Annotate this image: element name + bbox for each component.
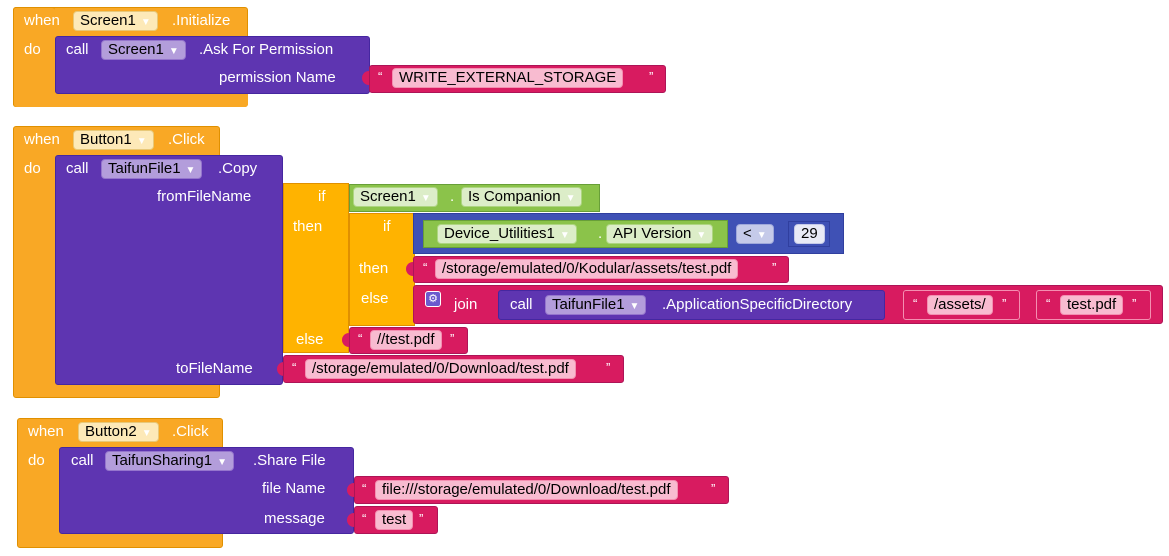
property-dot: .	[598, 225, 603, 242]
text-value-share-file-path[interactable]: file:///storage/emulated/0/Download/test…	[375, 480, 678, 500]
join-label: join	[454, 296, 478, 313]
component-dropdown-taifunfile1[interactable]: TaifunFile1▼	[101, 159, 203, 179]
quote-open-icon: “	[358, 331, 363, 346]
if-label: if	[318, 188, 326, 205]
then-label: then	[293, 218, 323, 235]
method-name: .ApplicationSpecificDirectory	[662, 296, 853, 313]
operator-dropdown[interactable]: <▼	[736, 224, 774, 244]
quote-close-icon: ”	[419, 511, 424, 526]
inner-if-label: if	[383, 218, 391, 235]
text-value-to-file-name[interactable]: /storage/emulated/0/Download/test.pdf	[305, 359, 576, 379]
text-value-test-pdf[interactable]: test.pdf	[1060, 295, 1124, 315]
quote-close-icon: ”	[649, 69, 654, 84]
quote-open-icon: “	[1046, 296, 1051, 311]
quote-close-icon: ”	[772, 260, 777, 275]
quote-open-icon: “	[362, 511, 367, 526]
chevron-down-icon: ▼	[629, 301, 640, 312]
component-dropdown-screen1[interactable]: Screen1▼	[73, 11, 158, 31]
quote-open-icon: “	[362, 481, 367, 496]
chevron-down-icon: ▼	[559, 230, 570, 241]
do-label: do	[24, 160, 41, 177]
method-name: .Copy	[218, 160, 258, 177]
quote-close-icon: ”	[450, 331, 455, 346]
event-name: .Click	[172, 423, 209, 440]
component-dropdown-screen1-getter[interactable]: Screen1▼	[353, 187, 438, 207]
chevron-down-icon: ▼	[141, 428, 152, 439]
quote-close-icon: ”	[1002, 296, 1007, 311]
event-name: .Initialize	[172, 12, 231, 29]
when-label: when	[24, 131, 60, 148]
text-value-kodular-path[interactable]: /storage/emulated/0/Kodular/assets/test.…	[435, 259, 739, 279]
chevron-down-icon: ▼	[696, 230, 707, 241]
if-then-else-block[interactable]	[283, 183, 349, 353]
else-label: else	[296, 331, 324, 348]
taifunfile-copy-call-block[interactable]	[55, 155, 283, 385]
method-name: .Share File	[253, 452, 326, 469]
param-label-from-file-name: fromFileName	[157, 188, 252, 205]
number-value[interactable]: 29	[794, 224, 825, 244]
inner-else-label: else	[361, 290, 389, 307]
quote-close-icon: ”	[711, 481, 716, 496]
call-label: call	[71, 452, 94, 469]
param-label-file-name: file Name	[262, 480, 326, 497]
component-dropdown-button2[interactable]: Button2▼	[78, 422, 159, 442]
chevron-down-icon: ▼	[217, 457, 227, 468]
call-label: call	[66, 41, 89, 58]
when-label: when	[28, 423, 64, 440]
call-label: call	[510, 296, 533, 313]
property-dot: .	[450, 188, 455, 205]
when-label: when	[24, 12, 60, 29]
do-label: do	[28, 452, 45, 469]
text-value-message[interactable]: test	[375, 510, 414, 530]
gear-icon[interactable]: ⚙	[425, 291, 441, 307]
do-label: do	[24, 41, 41, 58]
quote-open-icon: “	[378, 69, 383, 84]
param-label-message: message	[264, 510, 325, 527]
param-label-permission-name: permission Name	[219, 69, 336, 86]
component-dropdown-taifunsharing1[interactable]: TaifunSharing1▼	[105, 451, 234, 471]
property-dropdown-is-companion[interactable]: Is Companion▼	[461, 187, 583, 207]
component-dropdown-screen1-call[interactable]: Screen1▼	[101, 40, 186, 60]
inner-then-label: then	[359, 260, 389, 277]
chevron-down-icon: ▼	[185, 165, 196, 176]
chevron-down-icon: ▼	[168, 46, 179, 57]
quote-open-icon: “	[292, 360, 297, 375]
text-value-else-path[interactable]: //test.pdf	[370, 330, 442, 350]
method-name: .Ask For Permission	[199, 41, 334, 58]
text-value-assets[interactable]: /assets/	[927, 295, 993, 315]
quote-open-icon: “	[423, 260, 428, 275]
chevron-down-icon: ▼	[565, 193, 576, 204]
quote-close-icon: ”	[1132, 296, 1137, 311]
quote-close-icon: ”	[606, 360, 611, 375]
component-dropdown-taifunfile1-join[interactable]: TaifunFile1▼	[545, 295, 647, 315]
component-dropdown-device-utilities[interactable]: Device_Utilities1▼	[437, 224, 577, 244]
event-name: .Click	[168, 131, 205, 148]
screen1-initialize-event-body	[13, 7, 55, 107]
chevron-down-icon: ▼	[756, 230, 767, 241]
property-dropdown-api-version[interactable]: API Version▼	[606, 224, 714, 244]
call-label: call	[66, 160, 89, 177]
text-value-permission[interactable]: WRITE_EXTERNAL_STORAGE	[392, 68, 624, 88]
chevron-down-icon: ▼	[140, 17, 151, 28]
chevron-down-icon: ▼	[136, 136, 147, 147]
quote-open-icon: “	[913, 296, 918, 311]
component-dropdown-button1[interactable]: Button1▼	[73, 130, 154, 150]
chevron-down-icon: ▼	[420, 193, 431, 204]
param-label-to-file-name: toFileName	[176, 360, 253, 377]
